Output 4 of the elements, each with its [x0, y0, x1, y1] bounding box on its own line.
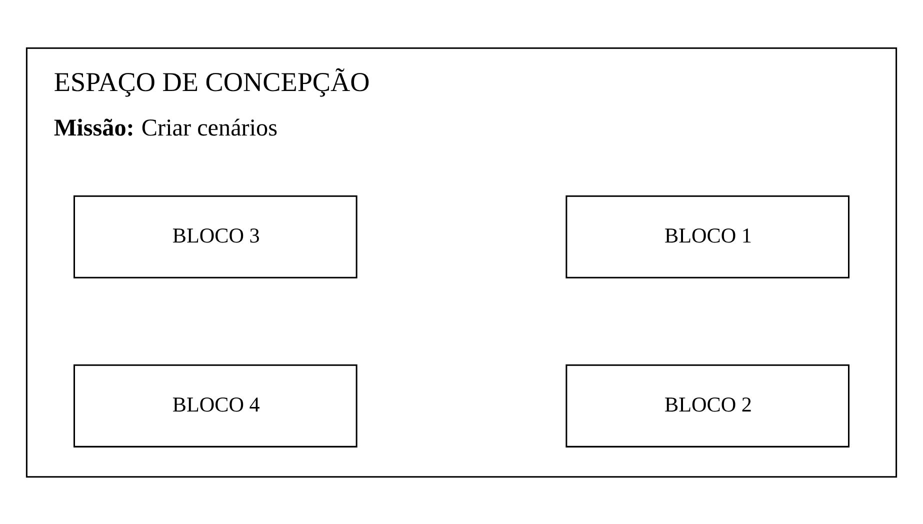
node-box: BLOCO 4 [74, 364, 358, 447]
node-box: BLOCO 3 [74, 194, 358, 278]
node-box: BLOCO 1 [566, 194, 850, 278]
node-box: BLOCO 2 [566, 364, 850, 447]
